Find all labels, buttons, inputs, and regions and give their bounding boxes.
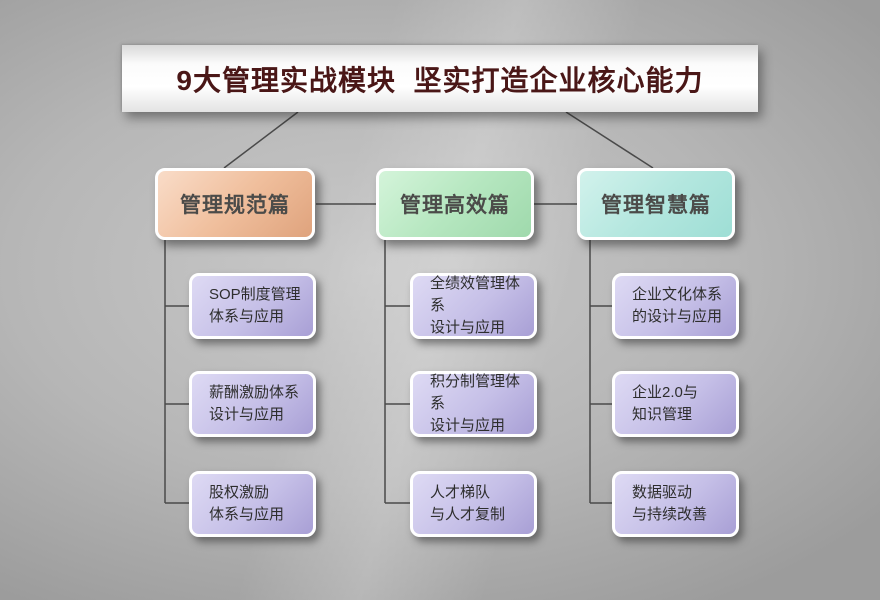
item-box-compensation: 薪酬激励体系 设计与应用 <box>189 371 316 437</box>
item-line1: 数据驱动 <box>632 484 693 501</box>
title-banner: 9大管理实战模块 坚实打造企业核心能力 <box>122 45 758 112</box>
item-line2: 设计与应用 <box>430 417 506 434</box>
item-line1: 股权激励 <box>209 484 270 501</box>
item-box-culture: 企业文化体系 的设计与应用 <box>612 273 739 339</box>
diagram-title: 9大管理实战模块 坚实打造企业核心能力 <box>176 64 704 96</box>
item-line2: 与持续改善 <box>632 506 708 523</box>
item-line1: 企业文化体系 <box>632 286 723 303</box>
item-line2: 体系与应用 <box>209 308 285 325</box>
item-line1: SOP制度管理 <box>209 286 301 303</box>
item-line2: 设计与应用 <box>209 406 285 423</box>
connector-title-to-module3 <box>565 111 654 169</box>
item-line2: 与人才复制 <box>430 506 506 523</box>
header-label: 管理高效篇 <box>400 194 510 217</box>
item-box-performance: 全绩效管理体系 设计与应用 <box>410 273 537 339</box>
item-line1: 企业2.0与 <box>632 384 698 401</box>
item-box-enterprise-knowledge: 企业2.0与 知识管理 <box>612 371 739 437</box>
item-line2: 知识管理 <box>632 406 693 423</box>
header-module-standards: 管理规范篇 <box>155 168 315 240</box>
item-box-talent-pipeline: 人才梯队 与人才复制 <box>410 471 537 537</box>
item-line1: 人才梯队 <box>430 484 491 501</box>
item-line2: 的设计与应用 <box>632 308 723 325</box>
item-box-equity-incentive: 股权激励 体系与应用 <box>189 471 316 537</box>
item-line1: 全绩效管理体系 <box>430 275 521 314</box>
header-module-wisdom: 管理智慧篇 <box>577 168 735 240</box>
header-label: 管理智慧篇 <box>601 194 711 217</box>
item-line2: 设计与应用 <box>430 319 506 336</box>
item-line1: 积分制管理体系 <box>430 373 521 412</box>
header-label: 管理规范篇 <box>180 194 290 217</box>
item-line2: 体系与应用 <box>209 506 285 523</box>
item-line1: 薪酬激励体系 <box>209 384 300 401</box>
item-box-data-driven: 数据驱动 与持续改善 <box>612 471 739 537</box>
header-module-efficiency: 管理高效篇 <box>376 168 534 240</box>
item-box-sop: SOP制度管理 体系与应用 <box>189 273 316 339</box>
connector-title-to-module1 <box>223 111 299 169</box>
item-box-points-system: 积分制管理体系 设计与应用 <box>410 371 537 437</box>
